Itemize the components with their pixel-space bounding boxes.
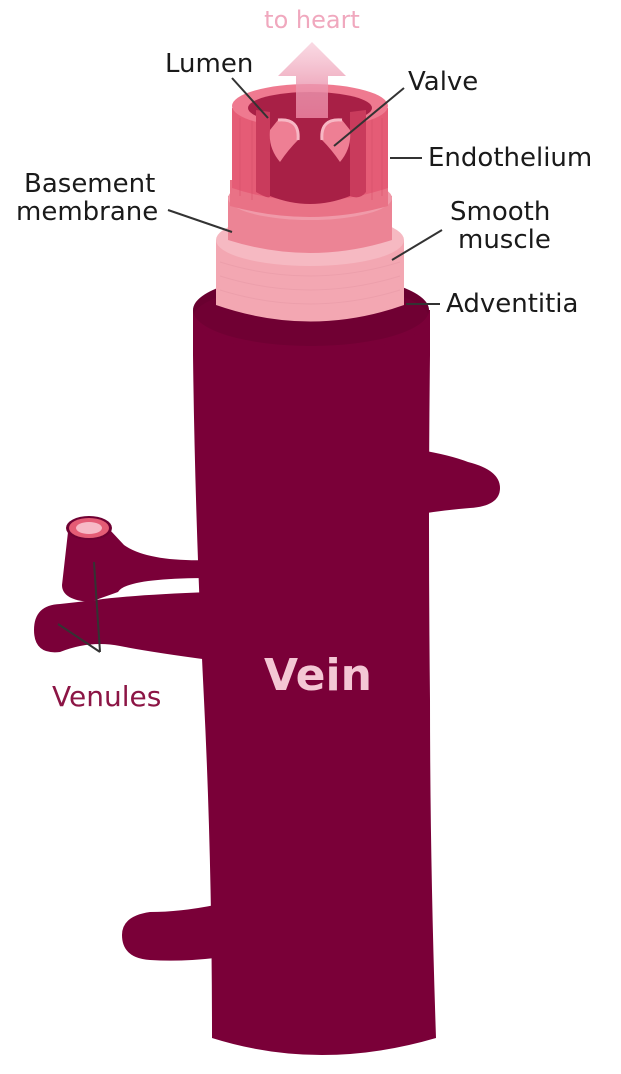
label-basement-line1: Basement bbox=[24, 169, 155, 199]
label-venules: Venules bbox=[52, 680, 161, 713]
venule-opening-lumen bbox=[76, 522, 102, 534]
left-branch-lower bbox=[122, 905, 215, 961]
label-basement-line2: membrane bbox=[16, 197, 158, 227]
flow-label: to heart bbox=[264, 6, 360, 34]
vessel-layers bbox=[216, 84, 404, 322]
label-valve: Valve bbox=[408, 67, 478, 97]
label-lumen: Lumen bbox=[165, 49, 253, 79]
label-vein: Vein bbox=[264, 650, 372, 701]
lumen-wall-shade bbox=[256, 110, 270, 197]
label-smooth-line2: muscle bbox=[458, 225, 551, 255]
venule-branches bbox=[34, 516, 210, 660]
label-endothelium: Endothelium bbox=[428, 143, 592, 173]
label-smooth-line1: Smooth bbox=[450, 197, 550, 227]
label-adventitia: Adventitia bbox=[446, 289, 578, 319]
right-branch-upper bbox=[420, 450, 500, 514]
venule-upright bbox=[62, 530, 210, 602]
